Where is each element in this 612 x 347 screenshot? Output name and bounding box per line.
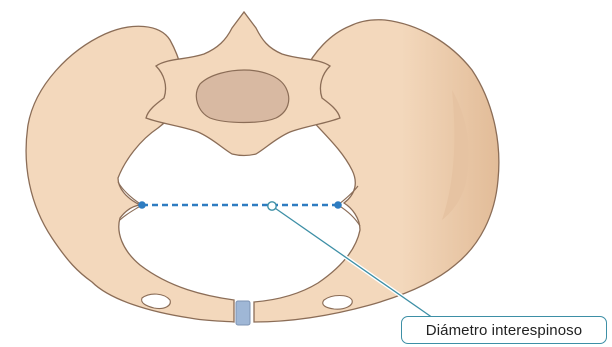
sacral-body [196, 70, 288, 123]
right-spine-point [334, 201, 342, 209]
diameter-midpoint-marker [268, 202, 276, 210]
left-spine-point [138, 201, 146, 209]
pubic-symphysis [236, 301, 250, 325]
callout-box: Diámetro interespinoso [401, 316, 607, 344]
right-obturator-foramen [323, 296, 353, 310]
interspinous-diameter-label: Diámetro interespinoso [426, 322, 582, 339]
